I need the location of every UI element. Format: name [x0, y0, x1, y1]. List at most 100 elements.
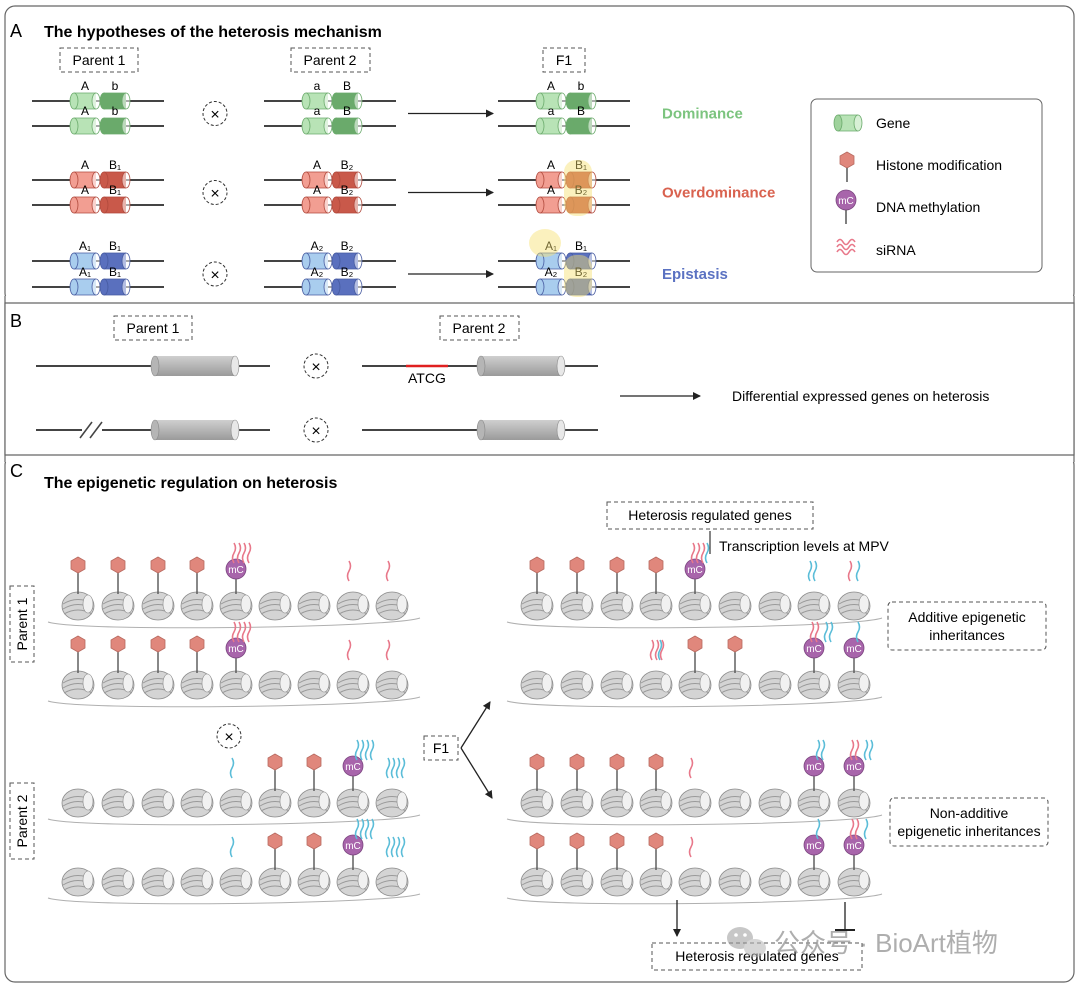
nonadditive-line1: Non-additive: [930, 805, 1009, 821]
gene-cylinder: [565, 196, 597, 214]
watermark-text: 公众号 · BioArt植物: [774, 928, 998, 958]
nucleosome: [758, 591, 792, 621]
mc-text: mC: [345, 841, 361, 852]
nucleosome: [101, 670, 135, 700]
cross-symbol-text: ×: [210, 186, 219, 203]
gene-cylinder: [99, 196, 131, 214]
nucleosome: [375, 867, 409, 897]
dna-strand: [47, 893, 421, 905]
nucleosome: [678, 788, 712, 818]
allele-label: B₂: [575, 265, 588, 279]
histone-modification-mark: [609, 556, 625, 594]
histone-modification-mark: [609, 753, 625, 791]
sirna-mark: [229, 836, 235, 858]
nucleosome-row: mC: [506, 542, 883, 629]
legend-gene-label: Gene: [876, 115, 910, 131]
sirna-mark: [704, 542, 710, 564]
mc-text: mC: [228, 565, 244, 576]
dna-methylation-mark: mC: [843, 637, 865, 673]
mc-text: mC: [846, 644, 862, 655]
gene-cylinder: [99, 117, 131, 135]
gene-cylinder: [565, 92, 597, 110]
gene-cylinder: [99, 171, 131, 189]
allele-label: A: [81, 183, 89, 197]
nucleosome: [560, 670, 594, 700]
gene-cylinder: [69, 171, 101, 189]
histone-modification-mark: [648, 832, 664, 870]
regulated-genes-top-label: Heterosis regulated genes: [628, 507, 791, 523]
histone-modification-mark: [70, 556, 86, 594]
histone-modification-mark: [70, 635, 86, 673]
nucleosome: [101, 591, 135, 621]
panel-c-label-parent2: Parent 2: [9, 782, 35, 860]
sirna-mark: [385, 560, 391, 582]
panel-a-letter: A: [10, 21, 22, 41]
histone-modification-mark: [110, 635, 126, 673]
cross-symbol-text: ×: [210, 107, 219, 124]
sirna-mark: [231, 621, 252, 643]
nucleosome: [837, 867, 871, 897]
nucleosome: [297, 670, 331, 700]
mc-text: mC: [228, 644, 244, 655]
gene-cylinder: [331, 92, 363, 110]
nucleosome: [141, 788, 175, 818]
histone-modification-mark: [648, 556, 664, 594]
allele-label: a: [314, 79, 321, 93]
histone-modification-mark: [150, 556, 166, 594]
panel-a-title: The hypotheses of the heterosis mechanis…: [44, 24, 382, 41]
sirna-mark: [354, 739, 375, 761]
nucleosome: [520, 867, 554, 897]
histone-modification-mark: [306, 753, 322, 791]
deletion-mark: [79, 421, 93, 439]
nucleosome: [520, 591, 554, 621]
nucleosome: [837, 788, 871, 818]
panel-c-label-parent1: Parent 1: [9, 585, 35, 663]
dna-strand: [506, 617, 883, 629]
cross-symbol: ×: [202, 261, 228, 287]
gene-cylinder-grey: [150, 419, 240, 441]
histone-modification-mark: [189, 635, 205, 673]
dna-strand: [506, 696, 883, 708]
panel-b-outcome: Differential expressed genes on heterosi…: [732, 388, 989, 404]
panel-a-col-label-parent2: Parent 2: [290, 47, 371, 73]
histone-modification-mark: [110, 556, 126, 594]
allele-label: A₁: [545, 239, 557, 253]
nucleosome: [219, 788, 253, 818]
dna-methylation-mark: mC: [342, 834, 364, 870]
nucleosome: [639, 670, 673, 700]
nucleosome: [718, 867, 752, 897]
gene-cylinder: [69, 92, 101, 110]
nucleosome: [678, 591, 712, 621]
nucleosome: [101, 867, 135, 897]
gene-cylinder: [331, 117, 363, 135]
nucleosome: [180, 867, 214, 897]
nucleosome: [219, 591, 253, 621]
nucleosome: [600, 788, 634, 818]
allele-label: B: [343, 79, 351, 93]
nucleosome: [797, 867, 831, 897]
nucleosome: [219, 670, 253, 700]
nucleosome: [336, 867, 370, 897]
allele-label: b: [112, 104, 119, 118]
sirna-mark: [855, 560, 861, 582]
cross-symbol-text: ×: [311, 359, 320, 376]
gene-cylinder: [535, 196, 567, 214]
nucleosome: [520, 670, 554, 700]
nucleosome: [258, 867, 292, 897]
highlight-epistasis-a: [529, 229, 561, 257]
allele-label: a: [314, 104, 321, 118]
panel-b-chromosomes: ××: [36, 353, 598, 443]
sirna-mark: [688, 757, 694, 779]
dna-strand: [506, 814, 883, 826]
gene-cylinder-grey: [476, 355, 566, 377]
label-parent1: Parent 1: [73, 52, 126, 68]
nucleosome: [336, 591, 370, 621]
nucleosome: [560, 788, 594, 818]
sirna-mark: [385, 757, 406, 779]
nucleosome: [718, 591, 752, 621]
histone-modification-mark: [687, 635, 703, 673]
mc-text: mC: [806, 644, 822, 655]
